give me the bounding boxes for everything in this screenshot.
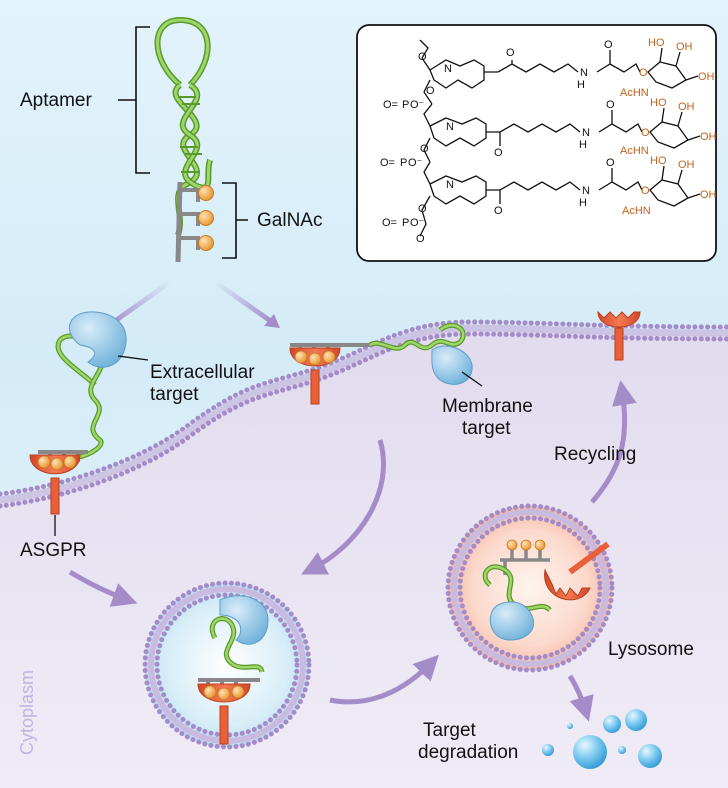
arrow-asgpr-to-endosome [68, 569, 138, 607]
membrane-target-complex [289, 322, 473, 405]
svg-text:O: O [426, 85, 435, 97]
svg-text:O: O [606, 99, 615, 111]
svg-text:O: O [604, 39, 613, 51]
arrow-to-membrane-path [213, 279, 274, 325]
svg-text:OH: OH [676, 41, 693, 53]
svg-text:HO: HO [650, 97, 667, 109]
svg-text:N: N [582, 127, 590, 139]
svg-text:N: N [582, 185, 590, 197]
asgpr-label: ASGPR [20, 540, 87, 561]
svg-text:P: P [402, 217, 409, 229]
lysosome [445, 503, 615, 673]
arrow-membrane-to-endosome [301, 439, 386, 575]
svg-text:O=: O= [383, 99, 398, 111]
svg-text:HO: HO [650, 155, 667, 167]
svg-text:O=: O= [380, 157, 395, 169]
svg-text:N: N [446, 121, 454, 133]
svg-text:H: H [577, 79, 585, 91]
aptamer-label: Aptamer [20, 90, 92, 111]
svg-text:H: H [579, 139, 587, 151]
arrow-head-right [264, 314, 280, 328]
svg-text:O⁻: O⁻ [410, 99, 425, 111]
svg-text:OH: OH [700, 189, 717, 201]
svg-text:N: N [580, 67, 588, 79]
svg-text:O: O [494, 147, 503, 159]
svg-text:AcHN: AcHN [622, 205, 651, 217]
arrow-to-degradation [567, 674, 594, 722]
svg-text:OH: OH [678, 159, 695, 171]
svg-text:O: O [641, 127, 650, 139]
svg-text:O: O [641, 185, 650, 197]
svg-text:N: N [446, 179, 454, 191]
cytoplasm-label: Cytoplasm [17, 670, 37, 755]
svg-text:OH: OH [698, 71, 715, 83]
degradation-bubbles [542, 709, 662, 769]
galnac-label: GalNAc [257, 210, 322, 231]
galnac-chemical-structure: N N H O O O HO OH OH AcHN O O O= P O⁻ N … [356, 24, 717, 262]
membrane-target-leader [461, 371, 483, 387]
svg-text:H: H [579, 197, 587, 209]
svg-text:AcHN: AcHN [620, 87, 649, 99]
svg-text:N: N [444, 63, 452, 75]
svg-text:O: O [639, 67, 648, 79]
arrow-endosome-to-lysosome [329, 654, 439, 705]
arrow-to-extracellular-path [106, 279, 172, 329]
target-degradation-label-line2: degradation [418, 742, 518, 763]
svg-text:P: P [400, 157, 407, 169]
svg-text:O: O [418, 203, 427, 215]
svg-text:O⁻: O⁻ [408, 157, 423, 169]
extracellular-target-label-line1: Extracellular [150, 362, 255, 383]
svg-text:O: O [420, 143, 429, 155]
svg-text:HO: HO [648, 37, 665, 49]
aptamer-galnac-conjugate [154, 16, 214, 263]
svg-text:O: O [416, 233, 425, 245]
recycling-label: Recycling [554, 444, 636, 465]
svg-text:AcHN: AcHN [620, 145, 649, 157]
svg-text:P: P [402, 99, 409, 111]
svg-text:O: O [494, 205, 503, 217]
svg-text:O: O [506, 47, 515, 59]
endosome [142, 580, 312, 750]
extracellular-target-leader [117, 355, 149, 361]
svg-text:OH: OH [678, 101, 695, 113]
galnac-bracket [222, 182, 248, 259]
arrow-recycling [590, 380, 637, 504]
svg-text:O: O [606, 157, 615, 169]
svg-text:OH: OH [700, 131, 717, 143]
aptamer-bracket [118, 26, 150, 174]
extracellular-target-label-line2: target [150, 384, 199, 405]
plasma-membrane [0, 319, 728, 509]
membrane-target-label-line2: target [462, 418, 511, 439]
target-degradation-label-line1: Target [423, 720, 477, 741]
svg-text:O: O [418, 51, 427, 63]
membrane-target-label-line1: Membrane [442, 396, 533, 417]
lysosome-label: Lysosome [608, 639, 694, 660]
svg-text:O=: O= [382, 217, 397, 229]
svg-text:O⁻: O⁻ [410, 217, 425, 229]
recycled-receptor [597, 310, 641, 361]
extracellular-target-complex [29, 311, 127, 515]
